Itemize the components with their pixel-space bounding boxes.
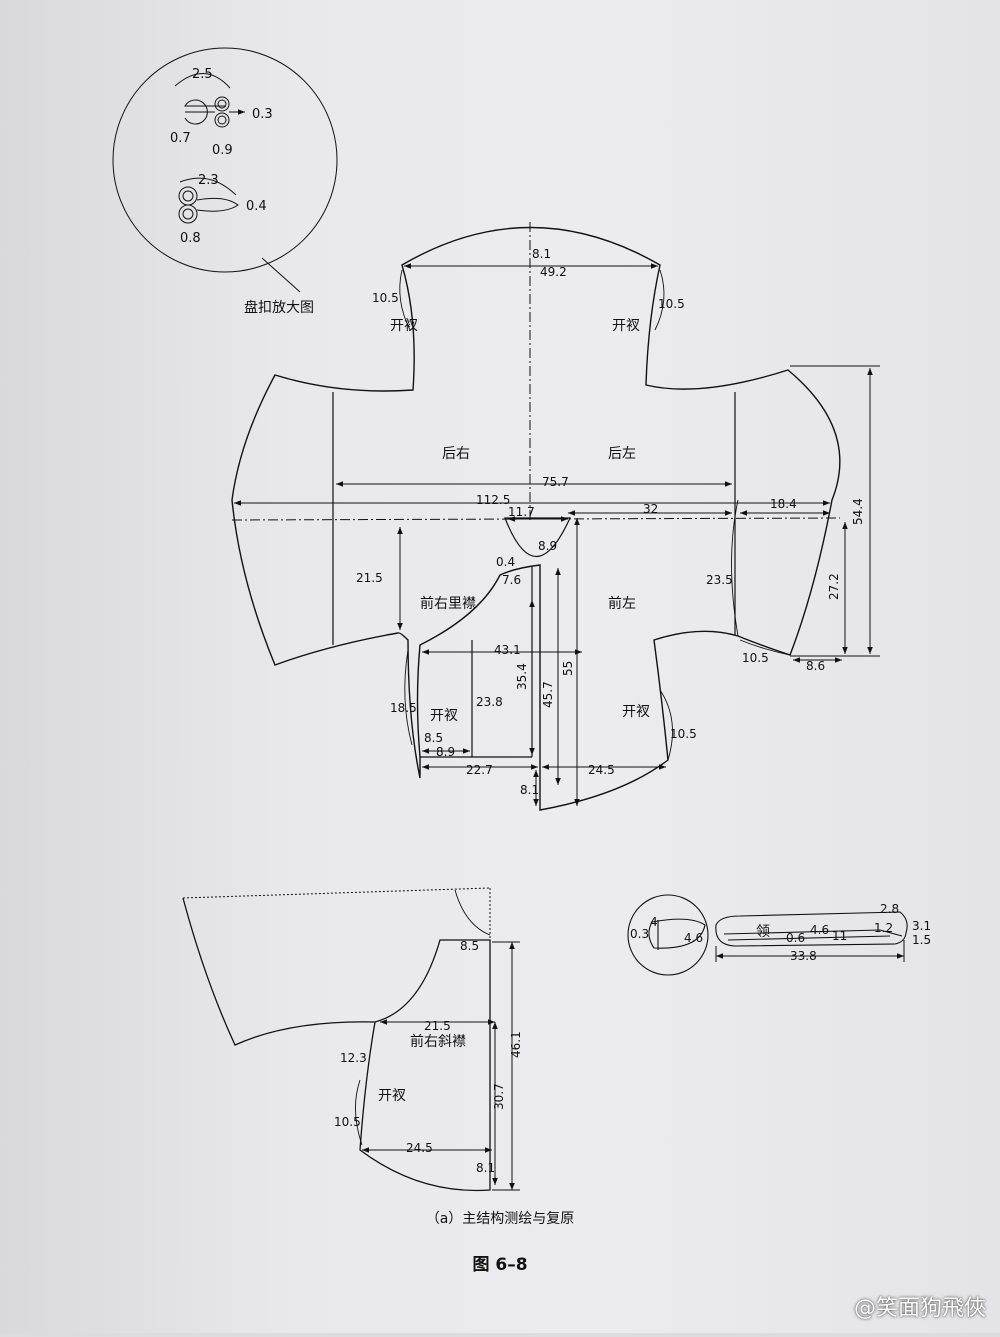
back-right-label: 后右 <box>442 446 470 462</box>
knot-loop-top <box>184 99 226 125</box>
collar-dim-03: 0.3 <box>630 927 649 941</box>
slant-dim-215: 21.5 <box>424 1019 451 1033</box>
dim-hem-l: 22.7 <box>466 763 493 777</box>
knot-dim-2: 0.3 <box>252 107 273 122</box>
front-right-slant-label: 前右斜襟 <box>410 1033 466 1050</box>
slit-label-2: 开衩 <box>612 318 640 334</box>
dim-89: 8.9 <box>436 745 455 759</box>
knot-dim-5: 2.3 <box>198 173 219 188</box>
dim-hem-drop: 8.1 <box>520 783 539 797</box>
slit-label-1: 开衩 <box>390 318 418 334</box>
dim-sleeve-l: 10.5 <box>372 291 399 305</box>
slant-piece <box>182 887 491 1192</box>
dim-55: 55 <box>561 661 575 676</box>
collar-detail-circle <box>627 894 709 976</box>
collar-dim-46a: 4.6 <box>684 931 703 945</box>
knot-dim-7: 0.8 <box>180 231 201 246</box>
collar-dim-4: 4 <box>650 915 658 929</box>
dim-body-width: 75.7 <box>542 475 569 489</box>
knot-dim-4: 0.9 <box>212 143 233 158</box>
dim-neck-d: 8.9 <box>538 539 557 553</box>
collar-dim-46b: 4.6 <box>810 923 829 937</box>
main-arcs <box>399 269 791 761</box>
collar-dim-338: 33.8 <box>790 949 817 963</box>
knot-detail-circle <box>112 47 338 273</box>
dim-cuff-w: 8.6 <box>806 659 825 673</box>
slant-dim-245: 24.5 <box>406 1141 433 1155</box>
dim-inner-h: 21.5 <box>356 571 383 585</box>
slit-label-4: 开衩 <box>622 704 650 720</box>
figure-caption: 图 6–8 <box>472 1255 528 1275</box>
knot-dim-6: 0.4 <box>246 199 267 214</box>
collar-label: 领 <box>756 924 770 940</box>
knot-dim-1: 2.5 <box>192 67 213 82</box>
front-left-label: 前左 <box>608 595 636 612</box>
slant-dimensions <box>362 941 520 1191</box>
collar-dim-28: 2.8 <box>880 902 899 916</box>
dim-cuff-r: 10.5 <box>742 651 769 665</box>
slant-dim-81: 8.1 <box>476 1161 495 1175</box>
dim-354: 35.4 <box>515 663 529 690</box>
back-left-label: 后左 <box>608 446 636 462</box>
dim-hem-r: 24.5 <box>588 763 615 777</box>
dim-sleeve-h: 27.2 <box>827 573 841 600</box>
collar-dim-12: 1.2 <box>874 921 893 935</box>
dim-top-rise: 8.1 <box>532 247 551 261</box>
main-pattern <box>231 226 841 811</box>
dim-shoulder-width: 49.2 <box>540 265 567 279</box>
slant-dim-461: 46.1 <box>509 1031 523 1058</box>
front-right-inner-label: 前右里襟 <box>420 595 476 612</box>
slant-dim-307: 30.7 <box>492 1083 506 1110</box>
collar-dim-31: 3.1 <box>912 919 931 933</box>
collar-dim-06: 0.6 <box>786 931 805 945</box>
dim-457: 45.7 <box>541 681 555 708</box>
knot-title: 盘扣放大图 <box>244 299 314 316</box>
sub-caption: （a）主结构测绘与复原 <box>425 1211 575 1227</box>
dim-cuff: 18.4 <box>770 497 797 511</box>
dim-85: 8.5 <box>424 731 443 745</box>
dim-sleeve-r: 10.5 <box>658 297 685 311</box>
main-outline <box>231 226 841 811</box>
dim-neck-small: 0.4 <box>496 555 515 569</box>
watermark: @笑面狗飛俠 <box>853 1296 986 1321</box>
slant-dim-85: 8.5 <box>460 939 479 953</box>
slit-label-3: 开衩 <box>430 708 458 724</box>
dim-neck-w: 11.7 <box>508 505 535 519</box>
collar-dim-11: 11 <box>832 929 847 943</box>
slant-dim-123: 12.3 <box>340 1051 367 1065</box>
dim-slit-h: 18.5 <box>390 701 417 715</box>
dim-neck-small2: 7.6 <box>502 573 521 587</box>
dim-slit-r: 10.5 <box>670 727 697 741</box>
main-dimensions <box>234 263 880 806</box>
slant-dim-105: 10.5 <box>334 1115 361 1129</box>
collar-dimensions <box>715 940 905 962</box>
dim-span: 112.5 <box>476 493 510 507</box>
center-line-horizontal <box>231 517 841 521</box>
collar-dim-15: 1.5 <box>912 933 931 947</box>
slit-label-5: 开衩 <box>378 1088 406 1104</box>
dim-hem-w: 43.1 <box>494 643 521 657</box>
collar-detail <box>627 894 908 976</box>
knot-leader-line <box>261 257 301 293</box>
knot-dim-3: 0.7 <box>170 131 191 146</box>
dim-total-h: 54.4 <box>851 498 865 525</box>
dim-slit-h2: 23.8 <box>476 695 503 709</box>
dim-side-h: 23.5 <box>706 573 733 587</box>
knot-detail <box>112 47 338 273</box>
dim-span-half: 32 <box>643 502 658 516</box>
